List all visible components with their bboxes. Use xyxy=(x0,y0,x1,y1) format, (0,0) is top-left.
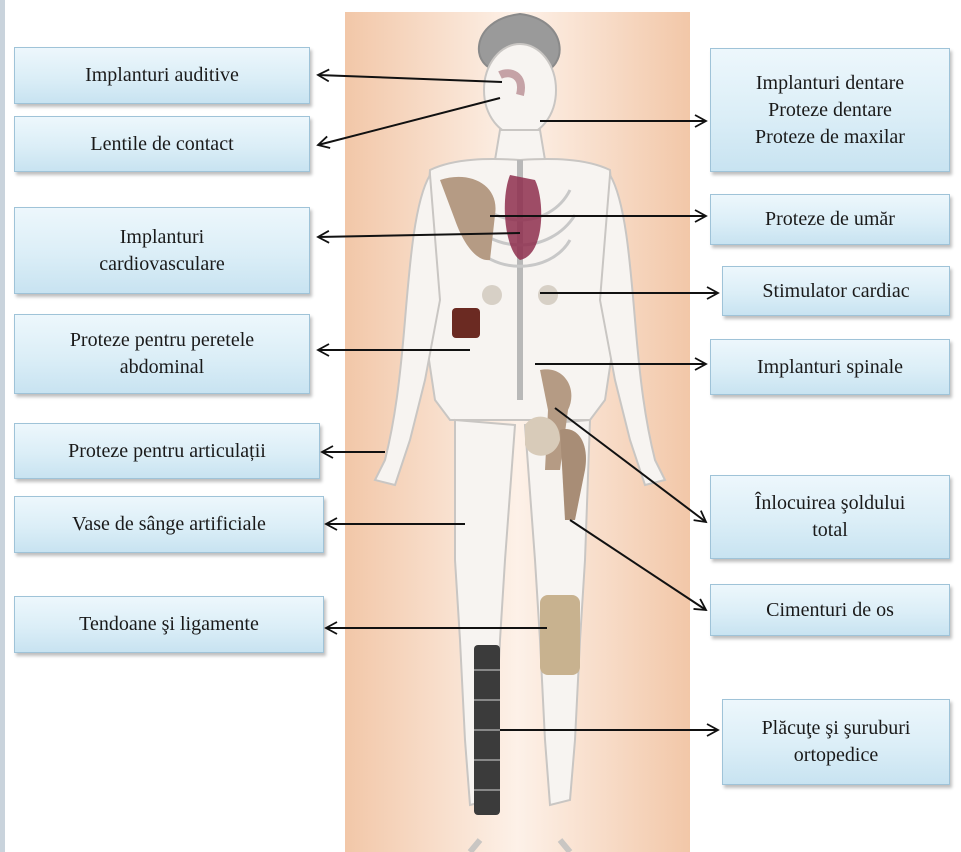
label-cimenturi-de-os: Cimenturi de os xyxy=(710,584,950,636)
label-text: Proteze pentru peretele abdominal xyxy=(70,327,254,381)
label-text: Implanturi spinale xyxy=(757,354,903,381)
label-implanturi-spinale: Implanturi spinale xyxy=(710,339,950,395)
label-text: Proteze pentru articulații xyxy=(68,438,266,465)
label-text: Implanturi auditive xyxy=(85,62,239,89)
label-text: Implanturi dentare Proteze dentare Prote… xyxy=(755,70,905,151)
label-vase-sange-artificiale: Vase de sânge artificiale xyxy=(14,496,324,553)
label-text: Implanturi cardiovasculare xyxy=(99,224,224,278)
label-lentile-de-contact: Lentile de contact xyxy=(14,116,310,172)
label-proteze-perete-abdominal: Proteze pentru peretele abdominal xyxy=(14,314,310,394)
label-stimulator-cardiac: Stimulator cardiac xyxy=(722,266,950,316)
label-tendoane-ligamente: Tendoane şi ligamente xyxy=(14,596,324,653)
label-implanturi-dentare: Implanturi dentare Proteze dentare Prote… xyxy=(710,48,950,172)
label-inlocuirea-soldului: Înlocuirea şoldului total xyxy=(710,475,950,559)
label-text: Tendoane şi ligamente xyxy=(79,611,259,638)
label-text: Plăcuţe şi şuruburi ortopedice xyxy=(762,715,911,769)
label-text: Înlocuirea şoldului total xyxy=(755,490,906,544)
label-implanturi-cardiovasculare: Implanturi cardiovasculare xyxy=(14,207,310,294)
label-proteze-umar: Proteze de umăr xyxy=(710,194,950,245)
label-proteze-articulatii: Proteze pentru articulații xyxy=(14,423,320,479)
label-text: Vase de sânge artificiale xyxy=(72,511,266,538)
label-text: Lentile de contact xyxy=(90,131,233,158)
label-text: Stimulator cardiac xyxy=(762,278,909,305)
label-implanturi-auditive: Implanturi auditive xyxy=(14,47,310,104)
label-text: Proteze de umăr xyxy=(765,206,895,233)
label-text: Cimenturi de os xyxy=(766,597,894,624)
label-placute-suruburi: Plăcuţe şi şuruburi ortopedice xyxy=(722,699,950,785)
